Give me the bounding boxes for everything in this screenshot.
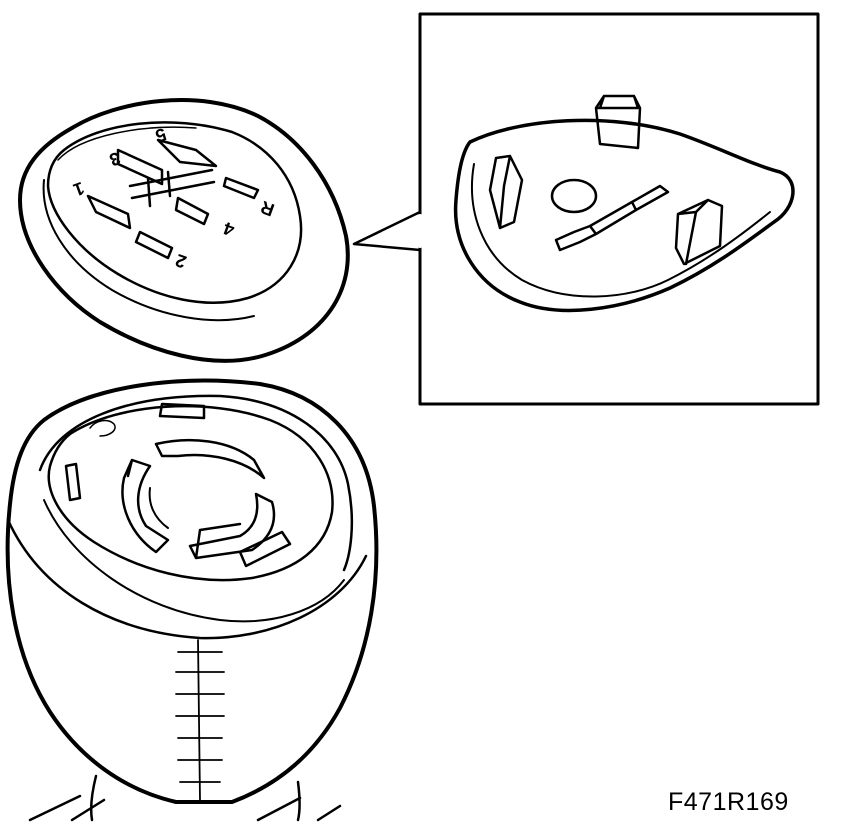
top-tab — [594, 94, 642, 150]
callout-pointer — [352, 210, 422, 252]
gear-labels: 5 3 1 R 4 2 — [71, 124, 277, 272]
seam-stitches — [175, 651, 225, 783]
gate-slot-5-r — [156, 138, 218, 168]
base-cavity-edge — [47, 404, 334, 582]
cap-underside-lip — [471, 163, 771, 298]
gate-crossbar — [128, 168, 216, 200]
cap-rim-line-2 — [57, 126, 197, 161]
clip-top — [158, 402, 206, 420]
gate-center-column — [146, 170, 172, 208]
gate-slot-2 — [134, 230, 174, 260]
ring-segment-top — [154, 438, 266, 480]
clip-right — [238, 530, 292, 568]
knob-cap: 5 3 1 R 4 2 — [18, 98, 350, 363]
base-boot-lines — [28, 794, 342, 822]
gate-slot-1-2 — [86, 194, 132, 230]
detail-inset — [352, 12, 820, 406]
ring-segment-left — [121, 458, 170, 554]
gear-label-2: 2 — [173, 250, 189, 272]
cap-outer-shell — [18, 98, 350, 363]
left-tab — [488, 154, 524, 230]
base-rim-lower — [6, 518, 368, 640]
clip-left — [64, 462, 82, 502]
cap-underside-shell — [453, 118, 795, 313]
gear-label-r: R — [258, 197, 277, 220]
ring-segment-right — [188, 492, 276, 560]
gear-label-1: 1 — [71, 178, 87, 200]
cap-top-face — [46, 121, 303, 304]
base-cavity-lip — [89, 419, 116, 437]
gear-label-4: 4 — [221, 218, 237, 240]
right-tab — [674, 198, 724, 266]
center-hole — [550, 178, 598, 214]
gate-slot-3-4 — [116, 148, 164, 186]
shift-pattern — [86, 138, 260, 260]
gate-slot-4 — [174, 196, 210, 226]
inset-frame — [418, 12, 820, 406]
figure-reference-code: F471R169 — [668, 788, 789, 816]
cap-rim-line — [42, 179, 255, 322]
base-seam — [175, 639, 225, 801]
base-neck — [89, 774, 301, 822]
diagonal-rib — [554, 184, 670, 252]
knob-base — [5, 378, 379, 822]
base-rim-outer — [38, 394, 354, 572]
ring-inner-left — [148, 487, 169, 529]
base-rim-band — [43, 499, 345, 623]
base-outer-shell — [5, 378, 379, 804]
gate-slot-r — [222, 176, 260, 200]
seam-line — [197, 639, 201, 801]
